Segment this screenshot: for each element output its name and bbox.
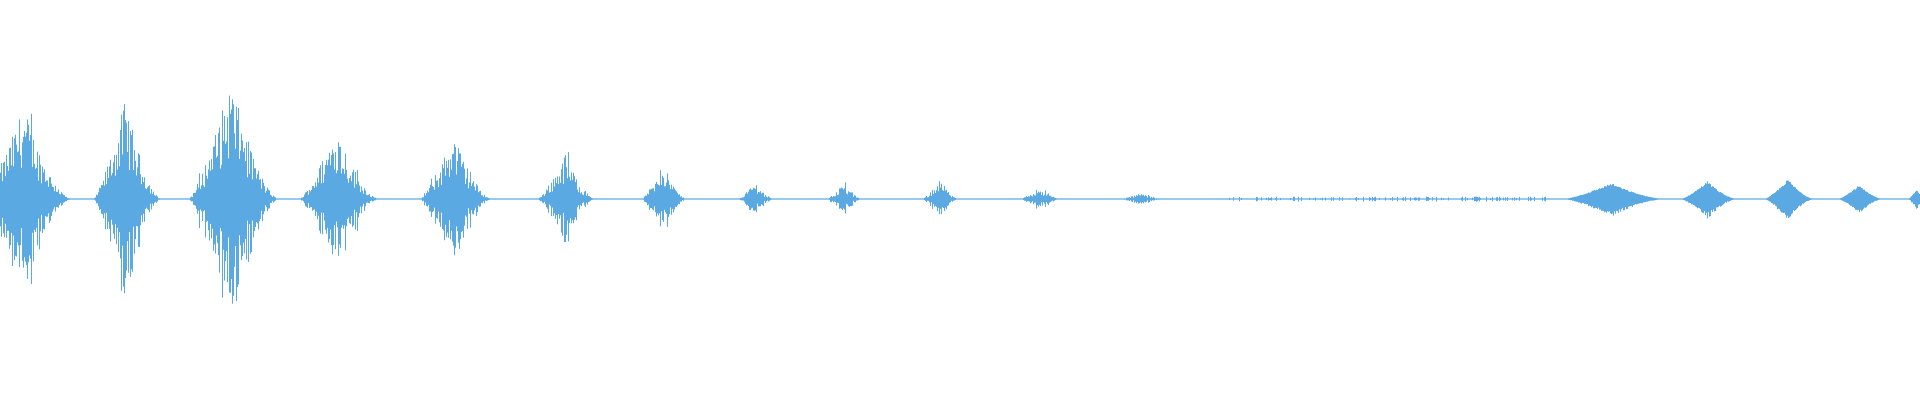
waveform-bars [0,95,1920,304]
waveform-samples [0,95,1920,304]
